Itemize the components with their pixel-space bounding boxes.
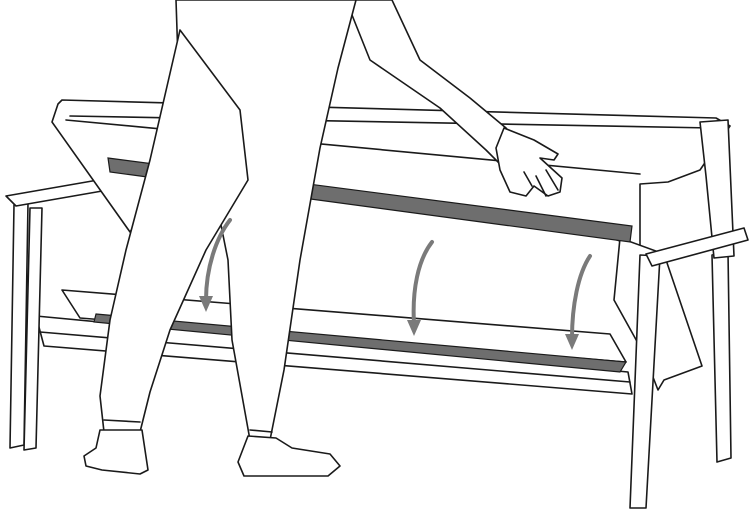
person-left-shoe [84,430,148,474]
left-armrest [6,180,108,206]
person-right-shoe [238,436,340,476]
person [84,0,562,476]
back-right-leg [712,252,731,462]
